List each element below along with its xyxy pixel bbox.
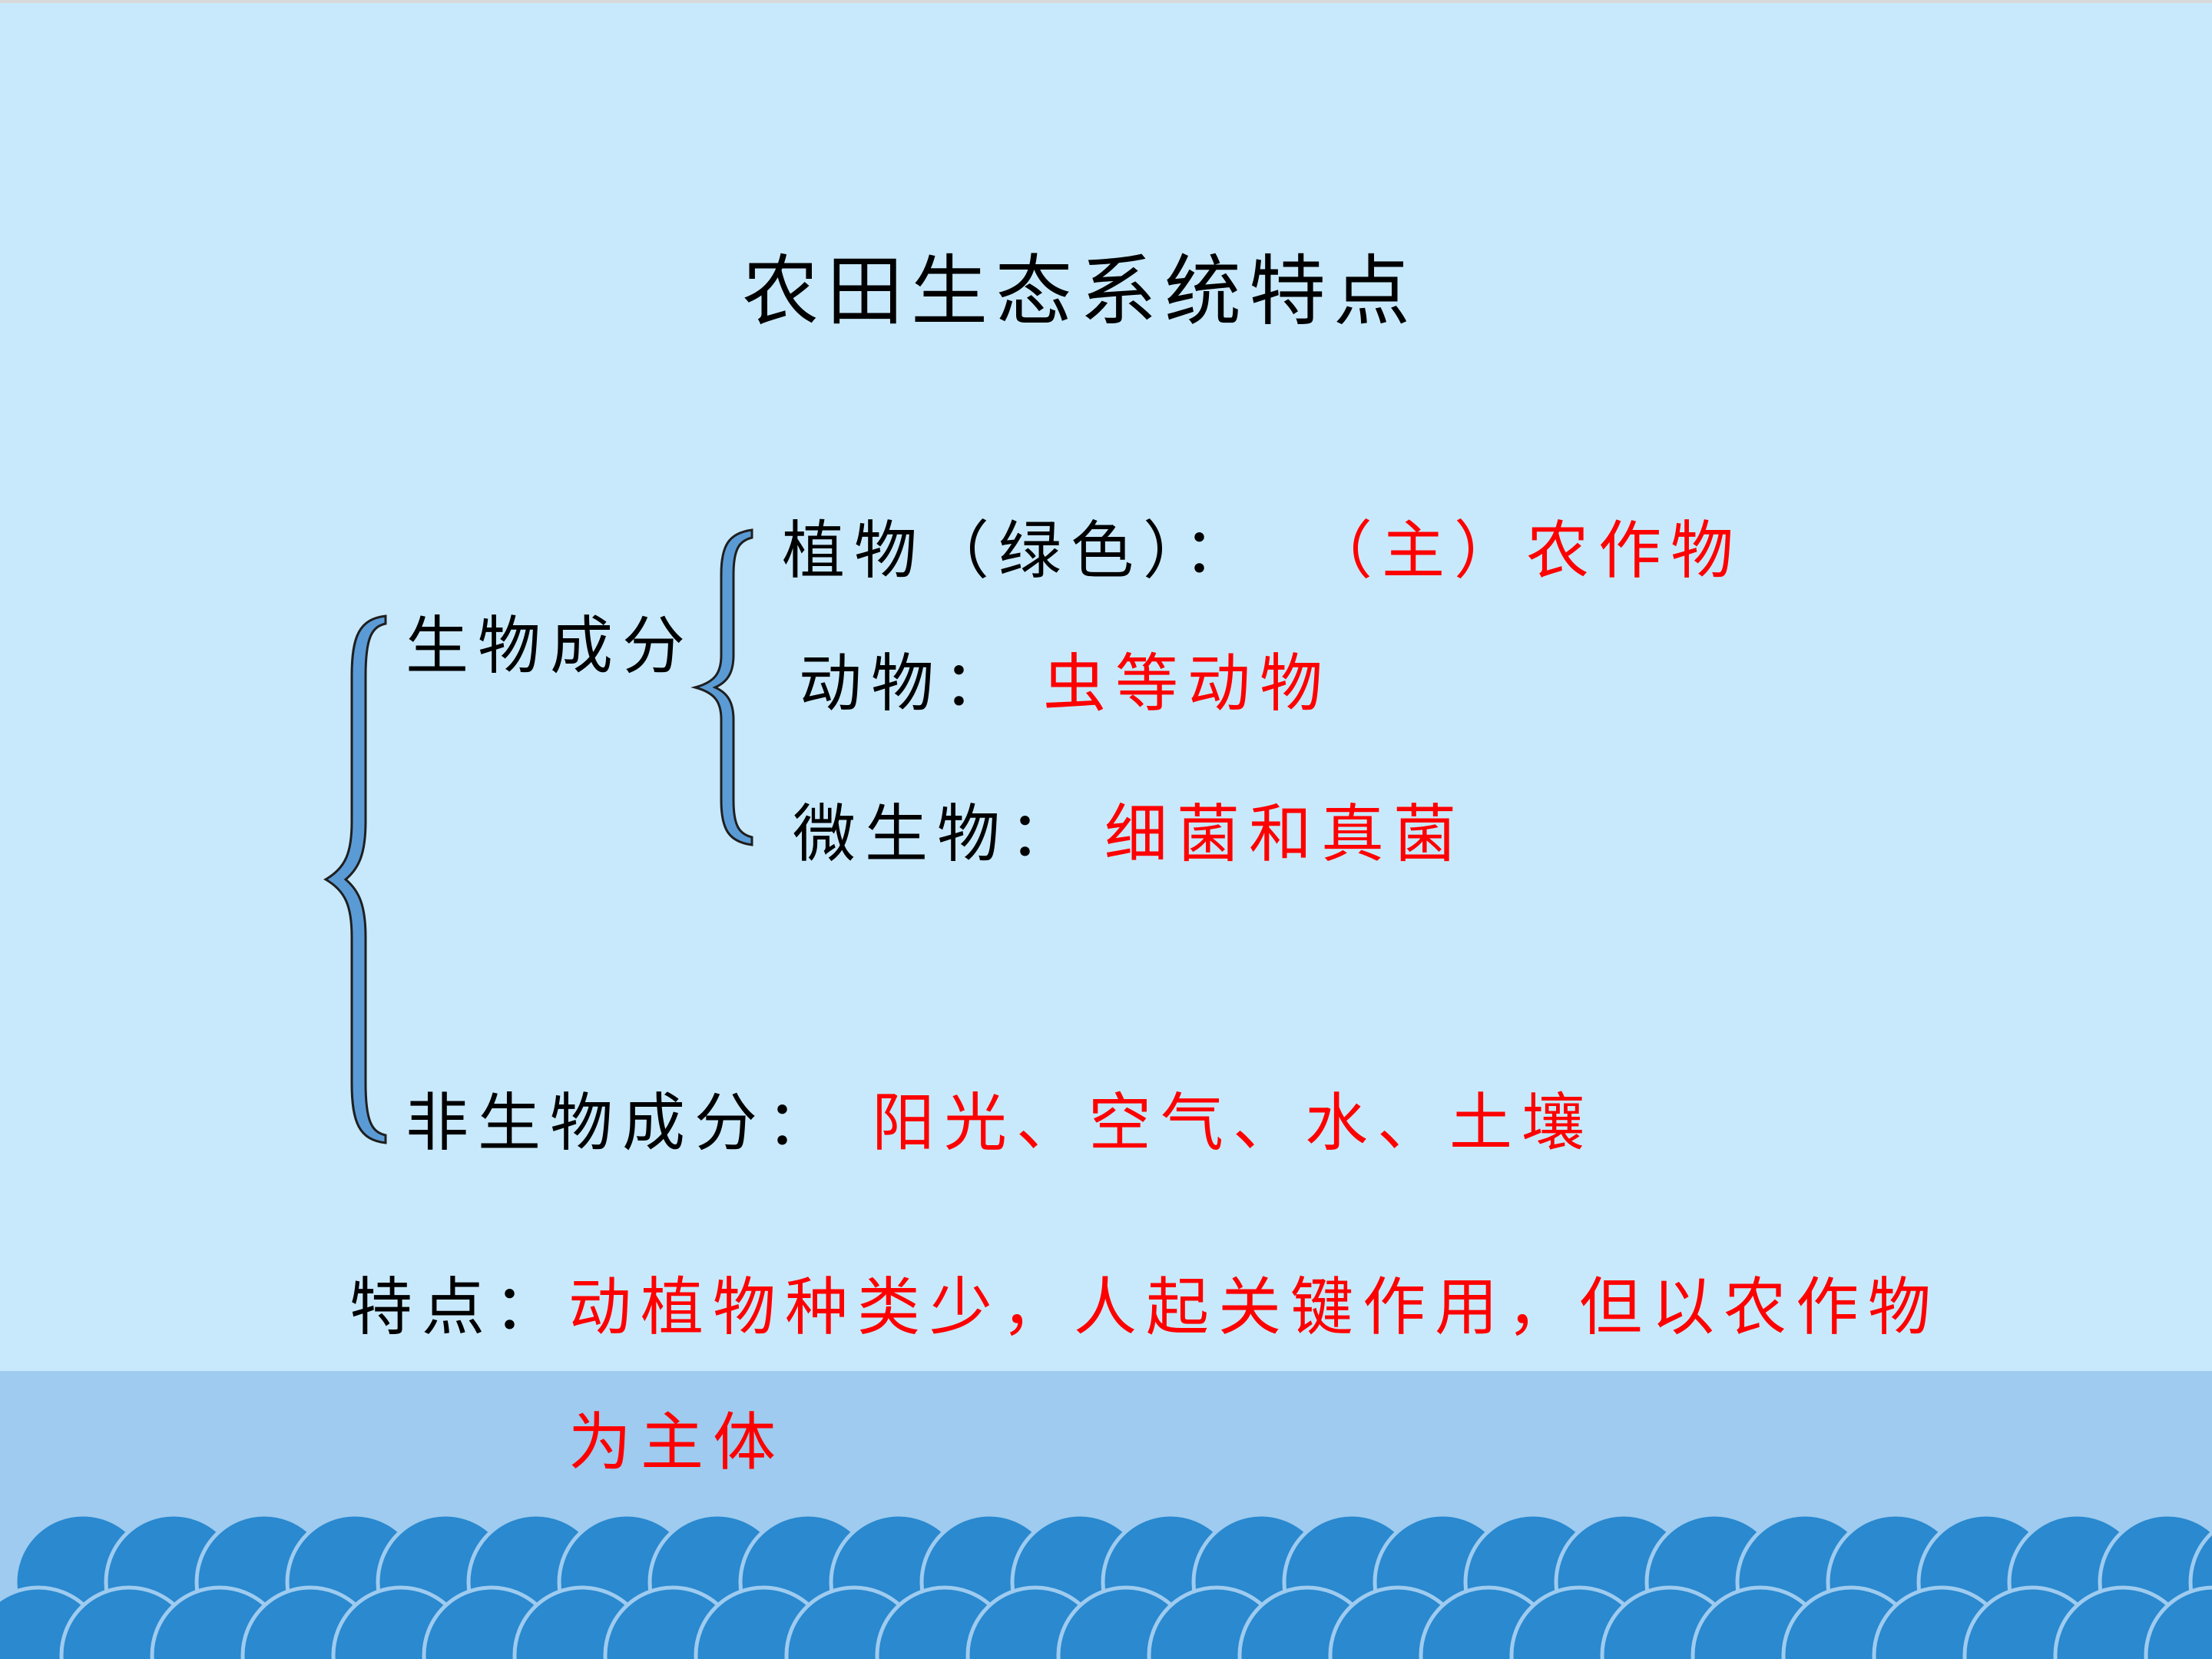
feature-line2: 为主体	[568, 1406, 786, 1479]
microbe-value: 细菌和真菌	[1104, 798, 1466, 871]
biotic-label: 生物成分	[406, 610, 695, 683]
inner-brace	[690, 528, 753, 846]
microbe-label: 微生物：	[793, 798, 1082, 871]
wave-decoration	[0, 1512, 2212, 1659]
plant-value: （主）农作物	[1310, 515, 1743, 588]
slide-title: 农田生态系统特点	[742, 247, 1418, 336]
animal-value: 虫等动物	[1043, 647, 1333, 720]
wave-front	[2144, 1585, 2212, 1659]
plant-label: 植物（绿色）：	[782, 515, 1257, 588]
animal-label: 动物：	[799, 647, 1016, 720]
feature-label: 特点：	[349, 1271, 567, 1344]
abiotic-value: 阳光、空气、水、土壤	[872, 1087, 1594, 1160]
abiotic-label: 非生物成分：	[406, 1087, 839, 1160]
top-border	[0, 0, 2212, 3]
outer-brace	[323, 614, 387, 1144]
feature-line1: 动植物种类少，人起关键作用，但以农作物	[568, 1271, 1941, 1344]
